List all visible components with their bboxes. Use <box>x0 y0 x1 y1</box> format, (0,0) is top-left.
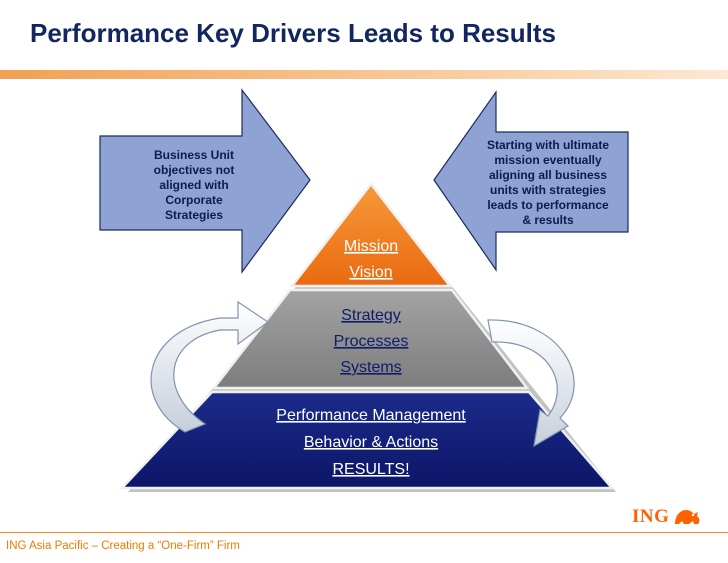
top-tier-label: Mission <box>344 238 398 255</box>
middle-tier-label: Strategy <box>341 307 401 324</box>
lion-icon <box>675 510 700 524</box>
right-arrow-line: & results <box>522 213 574 227</box>
slide-title: Performance Key Drivers Leads to Results <box>30 18 556 48</box>
right-arrow-line: aligning all business <box>489 168 607 182</box>
title-underline <box>0 70 728 79</box>
footer-text: ING Asia Pacific – Creating a “One-Firm”… <box>6 540 240 552</box>
middle-tier-label: Processes <box>334 333 409 350</box>
right-arrow-line: mission eventually <box>494 153 602 167</box>
right-input-arrow <box>433 90 629 272</box>
left-cycle-arrow <box>150 300 270 433</box>
pyramid-middle-tier <box>211 288 530 390</box>
top-tier-label: Vision <box>349 264 392 281</box>
right-arrow-line: units with strategies <box>490 183 606 197</box>
left-arrow-line: Corporate <box>165 193 223 207</box>
left-arrow-line: aligned with <box>159 178 228 192</box>
left-arrow-line: objectives not <box>154 163 235 177</box>
right-cycle-arrow <box>487 319 575 448</box>
ing-logo-text: ING <box>632 506 670 527</box>
bottom-tier-label: Performance Management <box>276 407 466 424</box>
footer-rule <box>0 532 728 533</box>
left-arrow-line: Strategies <box>165 208 223 222</box>
bottom-tier-label: Behavior & Actions <box>304 434 438 451</box>
bottom-tier-label: RESULTS! <box>332 461 409 478</box>
pyramid-top-tier <box>289 181 453 288</box>
middle-tier-label: Systems <box>340 359 401 376</box>
left-arrow-line: Business Unit <box>154 148 234 162</box>
left-input-arrow <box>99 88 311 274</box>
pyramid-bottom-tier <box>119 390 615 490</box>
ing-logo: ING <box>632 506 702 528</box>
right-arrow-line: Starting with ultimate <box>487 138 609 152</box>
right-arrow-line: leads to performance <box>487 198 609 212</box>
